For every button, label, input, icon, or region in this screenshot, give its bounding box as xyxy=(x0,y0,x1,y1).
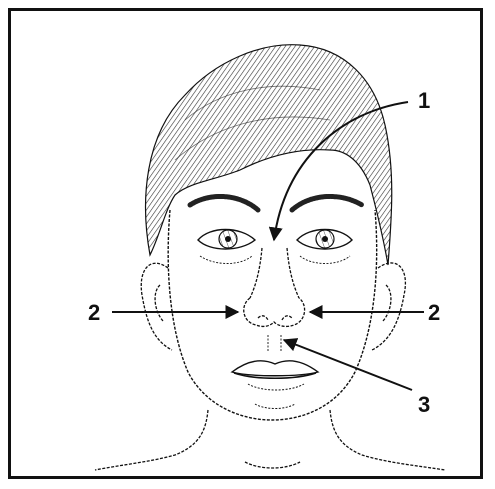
eyebrow-left xyxy=(190,196,258,210)
callout-3-label: 3 xyxy=(418,392,430,417)
ear-right xyxy=(372,263,405,350)
callout-2-right-label: 2 xyxy=(428,300,440,325)
eyebrow-right xyxy=(292,196,362,210)
callout-1-label: 1 xyxy=(418,88,430,113)
callout-2-left-label: 2 xyxy=(88,300,100,325)
ear-left xyxy=(141,263,172,350)
